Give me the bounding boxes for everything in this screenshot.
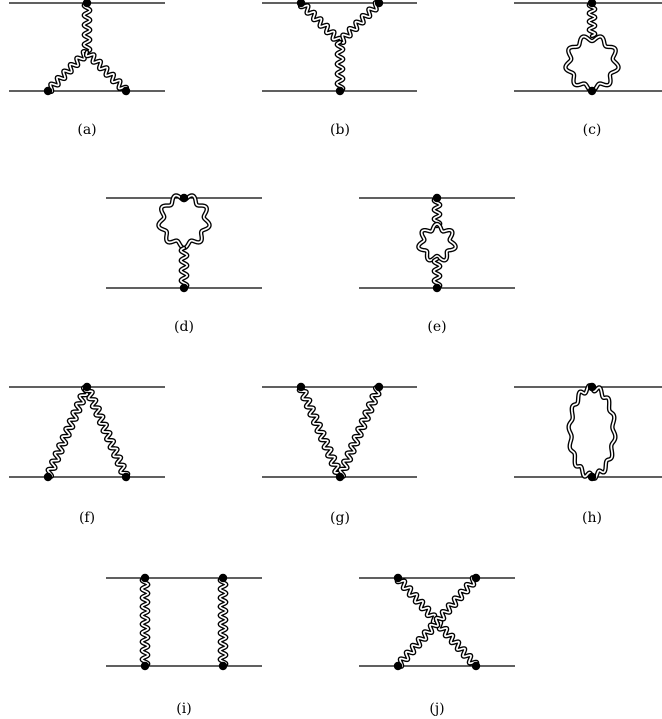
vertex-dot [43, 86, 53, 96]
panel-label-d: (d) [174, 319, 194, 335]
panel-b [262, 0, 417, 96]
vertex-dot [374, 0, 384, 8]
photon-loop-inner [157, 194, 211, 249]
photon-loop-inner [564, 35, 620, 92]
photon-line-inner [432, 258, 442, 289]
photon-line-inner [218, 577, 228, 667]
panel-label-b: (b) [330, 122, 350, 138]
vertex-dot [432, 193, 442, 203]
vertex-dot [296, 0, 306, 8]
panel-label-g: (g) [330, 510, 350, 526]
photon-line-inner [179, 247, 189, 289]
vertex-dot [587, 472, 597, 482]
photon-line-inner [335, 41, 345, 92]
vertex-dot [471, 573, 481, 583]
panel-g [262, 382, 417, 482]
vertex-dot [587, 86, 597, 96]
panel-d [106, 193, 262, 293]
vertex-dot [432, 283, 442, 293]
vertex-dot [587, 382, 597, 392]
photon-line-inner [85, 51, 128, 92]
vertex-dot [140, 573, 150, 583]
panel-label-a: (a) [77, 122, 96, 138]
photon-line-inner [82, 2, 92, 53]
photon-loop-inner [417, 223, 457, 262]
vertex-dot [218, 573, 228, 583]
panel-c [514, 0, 662, 96]
photon-line-inner [299, 2, 342, 43]
panel-j [359, 573, 515, 671]
vertex-dot [296, 382, 306, 392]
vertex-dot [393, 573, 403, 583]
panel-label-c: (c) [583, 122, 602, 138]
panel-label-h: (h) [582, 510, 602, 526]
panel-label-j: (j) [429, 701, 444, 717]
vertex-dot [82, 0, 92, 8]
panel-label-f: (f) [79, 510, 95, 526]
photon-line-inner [84, 386, 129, 478]
vertex-dot [393, 661, 403, 671]
vertex-dot [335, 472, 345, 482]
panel-a [9, 0, 165, 96]
vertex-dot [374, 382, 384, 392]
vertex-dot [179, 193, 189, 203]
photon-loop-inner [567, 384, 617, 480]
vertex-dot [587, 0, 597, 8]
photon-line-inner [339, 1, 380, 44]
photon-line-inner [298, 386, 343, 478]
vertex-dot [82, 382, 92, 392]
vertex-dot [335, 86, 345, 96]
vertex-dot [140, 661, 150, 671]
photon-line-inner [47, 50, 88, 93]
panel-label-i: (i) [176, 701, 191, 717]
photon-line-inner [46, 386, 89, 478]
vertex-dot [218, 661, 228, 671]
vertex-dot [471, 661, 481, 671]
vertex-dot [43, 472, 53, 482]
photon-line-inner [338, 386, 381, 478]
panel-h [514, 382, 662, 482]
photon-line-inner [397, 576, 477, 668]
panel-i [106, 573, 262, 671]
panel-f [9, 382, 165, 482]
photon-line-inner [140, 577, 150, 667]
vertex-dot [121, 86, 131, 96]
vertex-dot [179, 283, 189, 293]
vertex-dot [121, 472, 131, 482]
panel-label-e: (e) [427, 319, 446, 335]
panel-e [359, 193, 515, 293]
photon-line-inner [587, 2, 597, 37]
photon-line-inner [433, 197, 441, 227]
